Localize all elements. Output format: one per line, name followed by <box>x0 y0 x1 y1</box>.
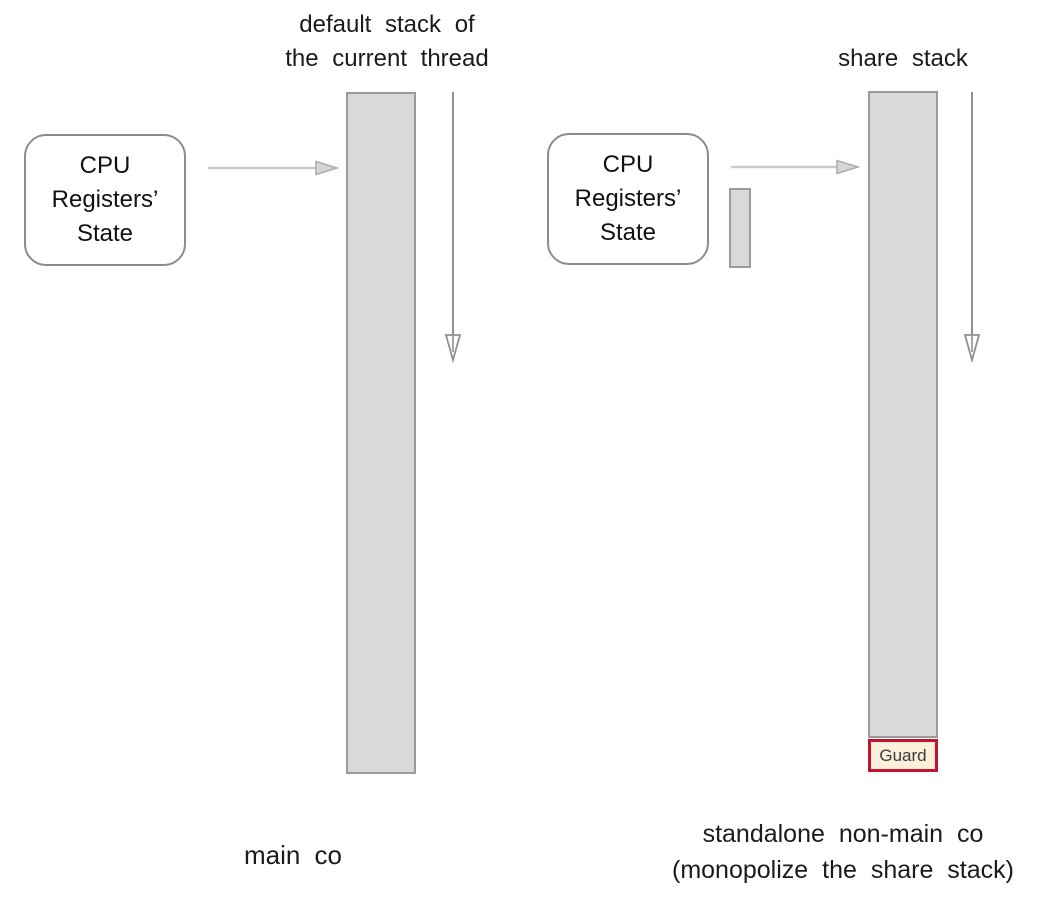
right-bottom-label-line1: standalone non-main co <box>702 820 984 848</box>
left-down-arrow-icon <box>444 92 462 364</box>
left-cpu-box-line2: Registers’ <box>51 186 159 213</box>
right-right-arrow-icon <box>731 159 861 175</box>
right-cpu-box-line2: Registers’ <box>574 185 682 212</box>
saved-stack-slice-rect <box>729 188 751 268</box>
right-cpu-registers-box: CPU Registers’ State <box>547 133 709 265</box>
left-stack-title: default stack of the current thread <box>255 8 519 76</box>
right-down-arrow-icon <box>963 92 981 364</box>
right-stack-title: share stack <box>838 45 968 72</box>
right-bottom-label: standalone non-main co (monopolize the s… <box>618 816 1058 888</box>
guard-block: Guard <box>868 739 938 772</box>
left-right-arrow-icon <box>208 160 340 176</box>
left-cpu-box-line3: State <box>76 220 134 247</box>
right-share-stack-rect <box>868 91 938 738</box>
left-cpu-box-line1: CPU <box>79 152 131 179</box>
left-cpu-registers-box: CPU Registers’ State <box>24 134 186 266</box>
right-cpu-box-line3: State <box>599 219 657 246</box>
right-bottom-label-line2: (monopolize the share stack) <box>672 856 1014 884</box>
left-bottom-label: main co <box>243 840 343 870</box>
left-default-stack-rect <box>346 92 416 774</box>
right-cpu-box-line1: CPU <box>602 151 654 178</box>
left-stack-title-line1: default stack of <box>299 11 475 38</box>
left-stack-title-line2: the current thread <box>285 45 489 72</box>
guard-label: Guard <box>879 745 927 765</box>
